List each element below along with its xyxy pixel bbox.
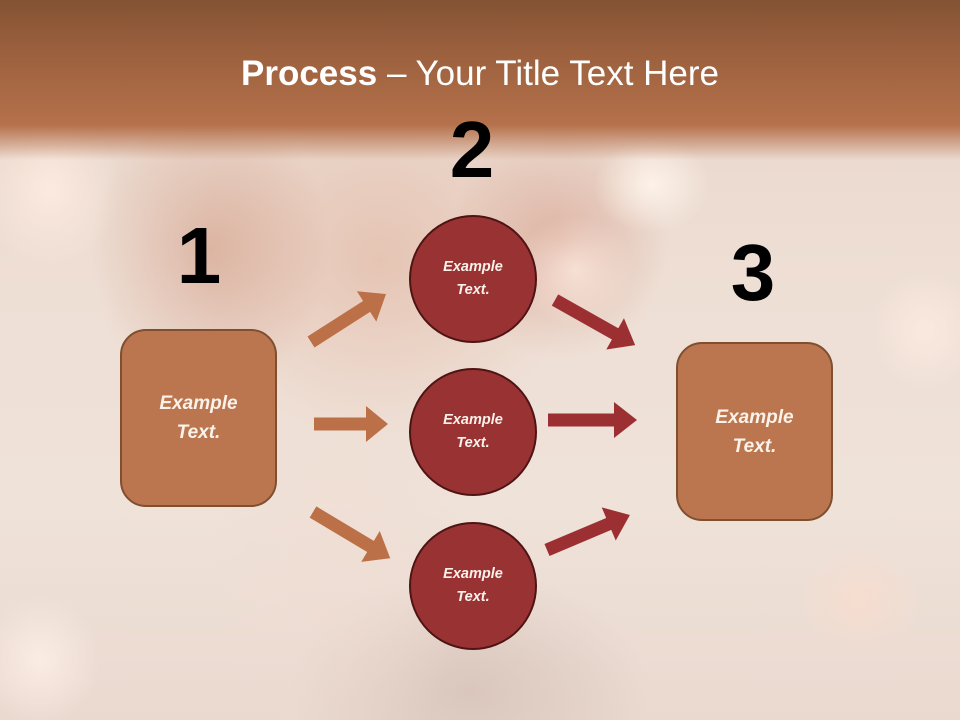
step-number-1: 1	[176, 211, 222, 300]
arrow-box1-to-circle2-icon	[314, 406, 388, 442]
arrow-box1-to-circle3-icon	[309, 506, 391, 562]
step-2-circle-middle[interactable]: Example Text.	[409, 368, 537, 496]
circle-1-label-line2: Text.	[456, 282, 490, 298]
arrow-box1-to-circle1-icon	[307, 291, 386, 348]
title-rest: – Your Title Text Here	[377, 54, 719, 93]
step-number-2: 2	[449, 105, 495, 194]
circle-2-label-line2: Text.	[456, 435, 490, 451]
circle-1-label-line1: Example	[443, 259, 503, 275]
circle-3-label-line2: Text.	[456, 589, 490, 605]
arrow-circle1-to-box3-icon	[551, 294, 636, 350]
title-bold: Process	[241, 54, 378, 93]
step-2-circle-top[interactable]: Example Text.	[409, 215, 537, 343]
step-2-circle-bottom[interactable]: Example Text.	[409, 522, 537, 650]
arrow-circle2-to-box3-icon	[548, 402, 637, 438]
step-3-label-line2: Text.	[732, 435, 777, 457]
slide-title: Process – Your Title Text Here	[0, 52, 960, 96]
step-1-label-line2: Text.	[176, 422, 221, 443]
circle-3-label-line1: Example	[443, 566, 503, 582]
arrow-circle3-to-box3-icon	[544, 507, 630, 556]
title-band	[0, 0, 960, 160]
step-number-3: 3	[730, 228, 776, 317]
step-3-label-line1: Example	[715, 406, 794, 428]
step-1-box[interactable]: Example Text.	[120, 329, 277, 507]
step-3-box[interactable]: Example Text.	[676, 342, 833, 521]
step-1-label-line1: Example	[159, 393, 238, 414]
circle-2-label-line1: Example	[443, 412, 503, 428]
